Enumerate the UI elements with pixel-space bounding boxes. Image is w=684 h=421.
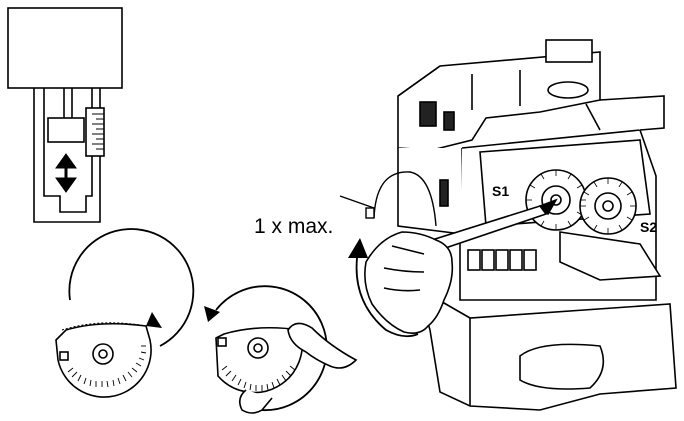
switch-s1-label: S1	[492, 183, 509, 199]
up-down-arrow-icon	[55, 153, 77, 193]
instruction-label: 1 x max.	[254, 215, 333, 238]
adjustment-gauge-icon	[7, 7, 123, 223]
terminal-block	[467, 249, 537, 271]
rotation-arrow-icon	[348, 238, 419, 338]
hand-icon	[238, 322, 358, 414]
cam-dial-right	[215, 285, 328, 412]
cable	[339, 171, 437, 227]
actuator-housing	[397, 39, 677, 411]
switch-cam-disc	[579, 177, 637, 235]
switch-s2-label: S2	[640, 219, 657, 235]
cam-dial-left	[55, 228, 195, 398]
cam-dial-right-ticks	[221, 365, 296, 391]
rotation-arrow-icon	[204, 306, 220, 322]
hand-icon	[364, 231, 454, 334]
rotation-arrow-icon	[146, 312, 162, 328]
cam-dial-left-ticks	[67, 345, 147, 388]
